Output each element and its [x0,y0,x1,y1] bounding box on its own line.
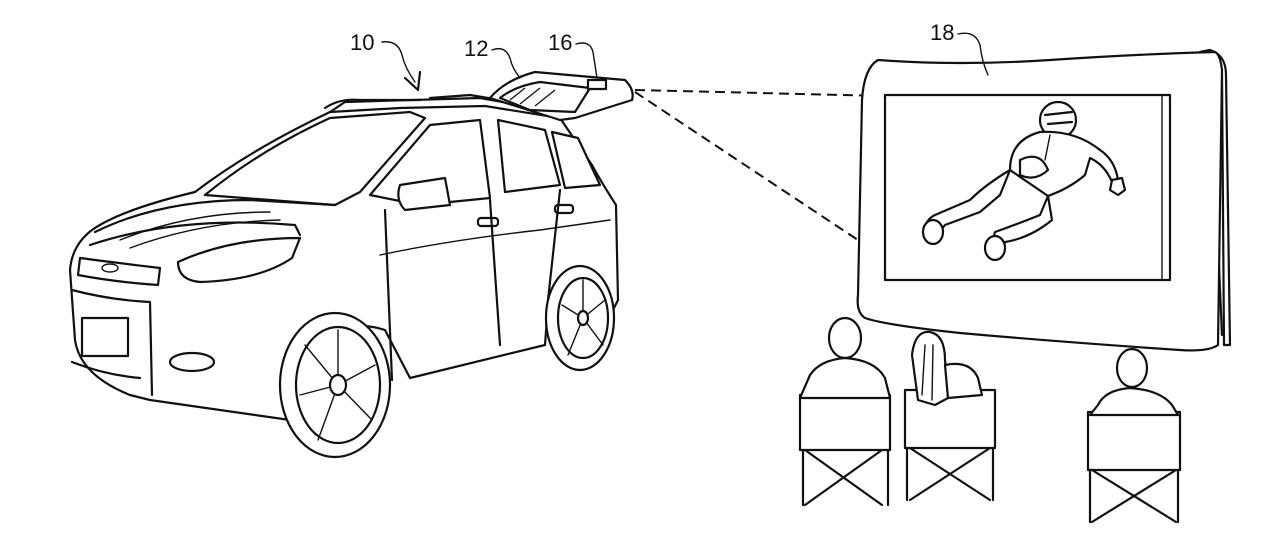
svg-text:18: 18 [930,20,954,45]
projector-device [588,80,606,89]
svg-text:16: 16 [548,30,572,55]
spectator-right [1090,349,1178,415]
ref-label-16: 16 [548,30,597,78]
spectator-middle [912,332,982,405]
ref-label-12: 12 [464,36,520,78]
chair-left [800,395,890,505]
suv-vehicle [70,95,618,457]
chair-middle [905,390,995,500]
ref-label-10: 10 [350,30,420,90]
inflatable-screen [858,50,1230,350]
spectator-left [800,318,890,398]
svg-text:10: 10 [350,30,374,55]
projection-beam [635,90,885,258]
chair-right [1088,412,1180,522]
svg-text:12: 12 [464,36,488,61]
